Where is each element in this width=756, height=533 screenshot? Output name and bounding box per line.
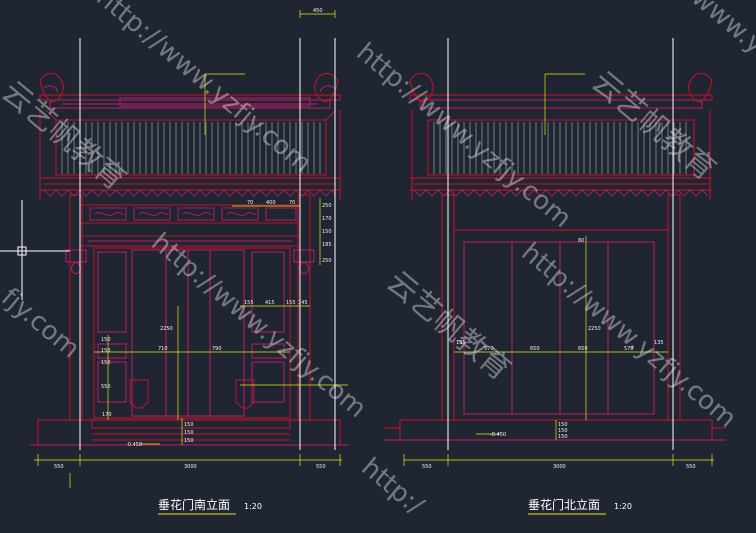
dim-height-mid: 2250 [160,326,173,332]
watermark-text: http://www.yzfjy.com [516,237,742,434]
north-roof [409,73,713,200]
n-dim-bottom-left: 550 [422,464,432,470]
north-door [463,241,655,415]
n-dim-row-4: 650 [578,346,588,352]
dim-left-3: 150 [101,360,111,366]
n-dim-top: 80 [578,238,584,244]
south-axis-lines [0,38,336,450]
south-dimension-texts: 450 70 400 70 155 415 155 145 710 790 25… [54,8,332,470]
watermark-text: www.yzfjy [686,0,756,89]
watermark-text: 云艺帆教育 [585,64,722,187]
dim-step-2: 150 [184,430,194,436]
dim-left-4: 550 [101,384,111,390]
dim-row-c-1: 710 [158,346,168,352]
dim-row-a-3: 70 [289,200,295,206]
n-dim-row-3: 650 [530,346,540,352]
dim-right-5: 250 [322,258,332,264]
watermark-text: 云艺帆教育 [380,264,517,387]
n-dim-row-2: 570 [484,346,494,352]
dim-step-3: 150 [184,438,194,444]
south-eave-teeth [43,189,337,197]
n-dim-step-2: 150 [558,428,568,434]
dim-row-b-3: 155 [286,300,296,306]
dim-right-3: 150 [322,229,332,235]
watermark-text: http://www.yzfjy.com [351,37,577,234]
watermark-layer: http://www.yzfjy.com 云艺帆教育 http://www.yz… [0,0,756,521]
watermark-text: 云艺帆教育 [0,74,132,197]
dim-row-b-2: 415 [265,300,275,306]
north-elevation-title: 垂花门北立面 [528,497,600,512]
n-dim-bottom-mid: 3000 [553,464,566,470]
n-dim-level: -0.450 [490,432,506,438]
n-dim-height-mid: 2250 [588,326,601,332]
n-dim-bottom-right: 550 [686,464,696,470]
north-elevation: 80 135 570 650 650 570 135 2250 150 150 … [384,38,726,515]
dim-right-2: 170 [322,216,332,222]
dim-row-a-1: 70 [247,200,253,206]
south-elevation-title: 垂花门南立面 [158,497,230,512]
n-dim-step-3: 150 [558,434,568,440]
south-base [30,419,348,446]
n-dim-row-1: 135 [456,340,466,346]
dim-foot: 170 [102,412,112,418]
watermark-text: http://www.yzfjy.com [91,0,317,179]
dim-left-2: 150 [101,348,111,354]
north-elevation-scale: 1:20 [614,502,632,511]
north-tile-stripes [433,122,687,174]
south-dimension-lines [34,10,348,488]
dim-bottom-left: 550 [54,464,64,470]
south-elevation: 450 70 400 70 155 415 155 145 710 790 25… [0,8,348,515]
dim-left-1: 150 [101,337,111,343]
dim-row-b-1: 155 [244,300,254,306]
n-dim-step-1: 150 [558,422,568,428]
n-dim-row-6: 135 [654,340,664,346]
south-elevation-scale: 1:20 [244,502,262,511]
north-base [384,419,726,441]
watermark-text: http:/ [356,452,430,521]
north-dimension-lines [403,73,714,466]
north-dimension-texts: 80 135 570 650 650 570 135 2250 150 150 … [422,238,696,470]
dim-bottom-mid: 3000 [184,464,197,470]
dim-row-b-4: 145 [298,300,308,306]
south-tile-stripes [61,122,321,174]
dim-row-a-2: 400 [266,200,276,206]
dim-bottom-right: 550 [316,464,326,470]
dim-top: 450 [313,8,323,14]
south-roof [39,73,341,200]
dim-step-1: 150 [184,422,194,428]
north-eave-teeth [413,189,709,197]
dim-row-c-2: 790 [212,346,222,352]
dim-right-1: 250 [322,203,332,209]
watermark-text: http://www.yzfjy.com [146,227,372,424]
south-door [93,247,291,419]
watermark-text: fjy.com [0,282,85,364]
n-dim-row-5: 570 [624,346,634,352]
south-frieze [79,204,301,247]
dim-right-4: 185 [322,242,332,248]
north-axis-lines [447,38,674,450]
dim-level: -0.450 [126,442,142,448]
